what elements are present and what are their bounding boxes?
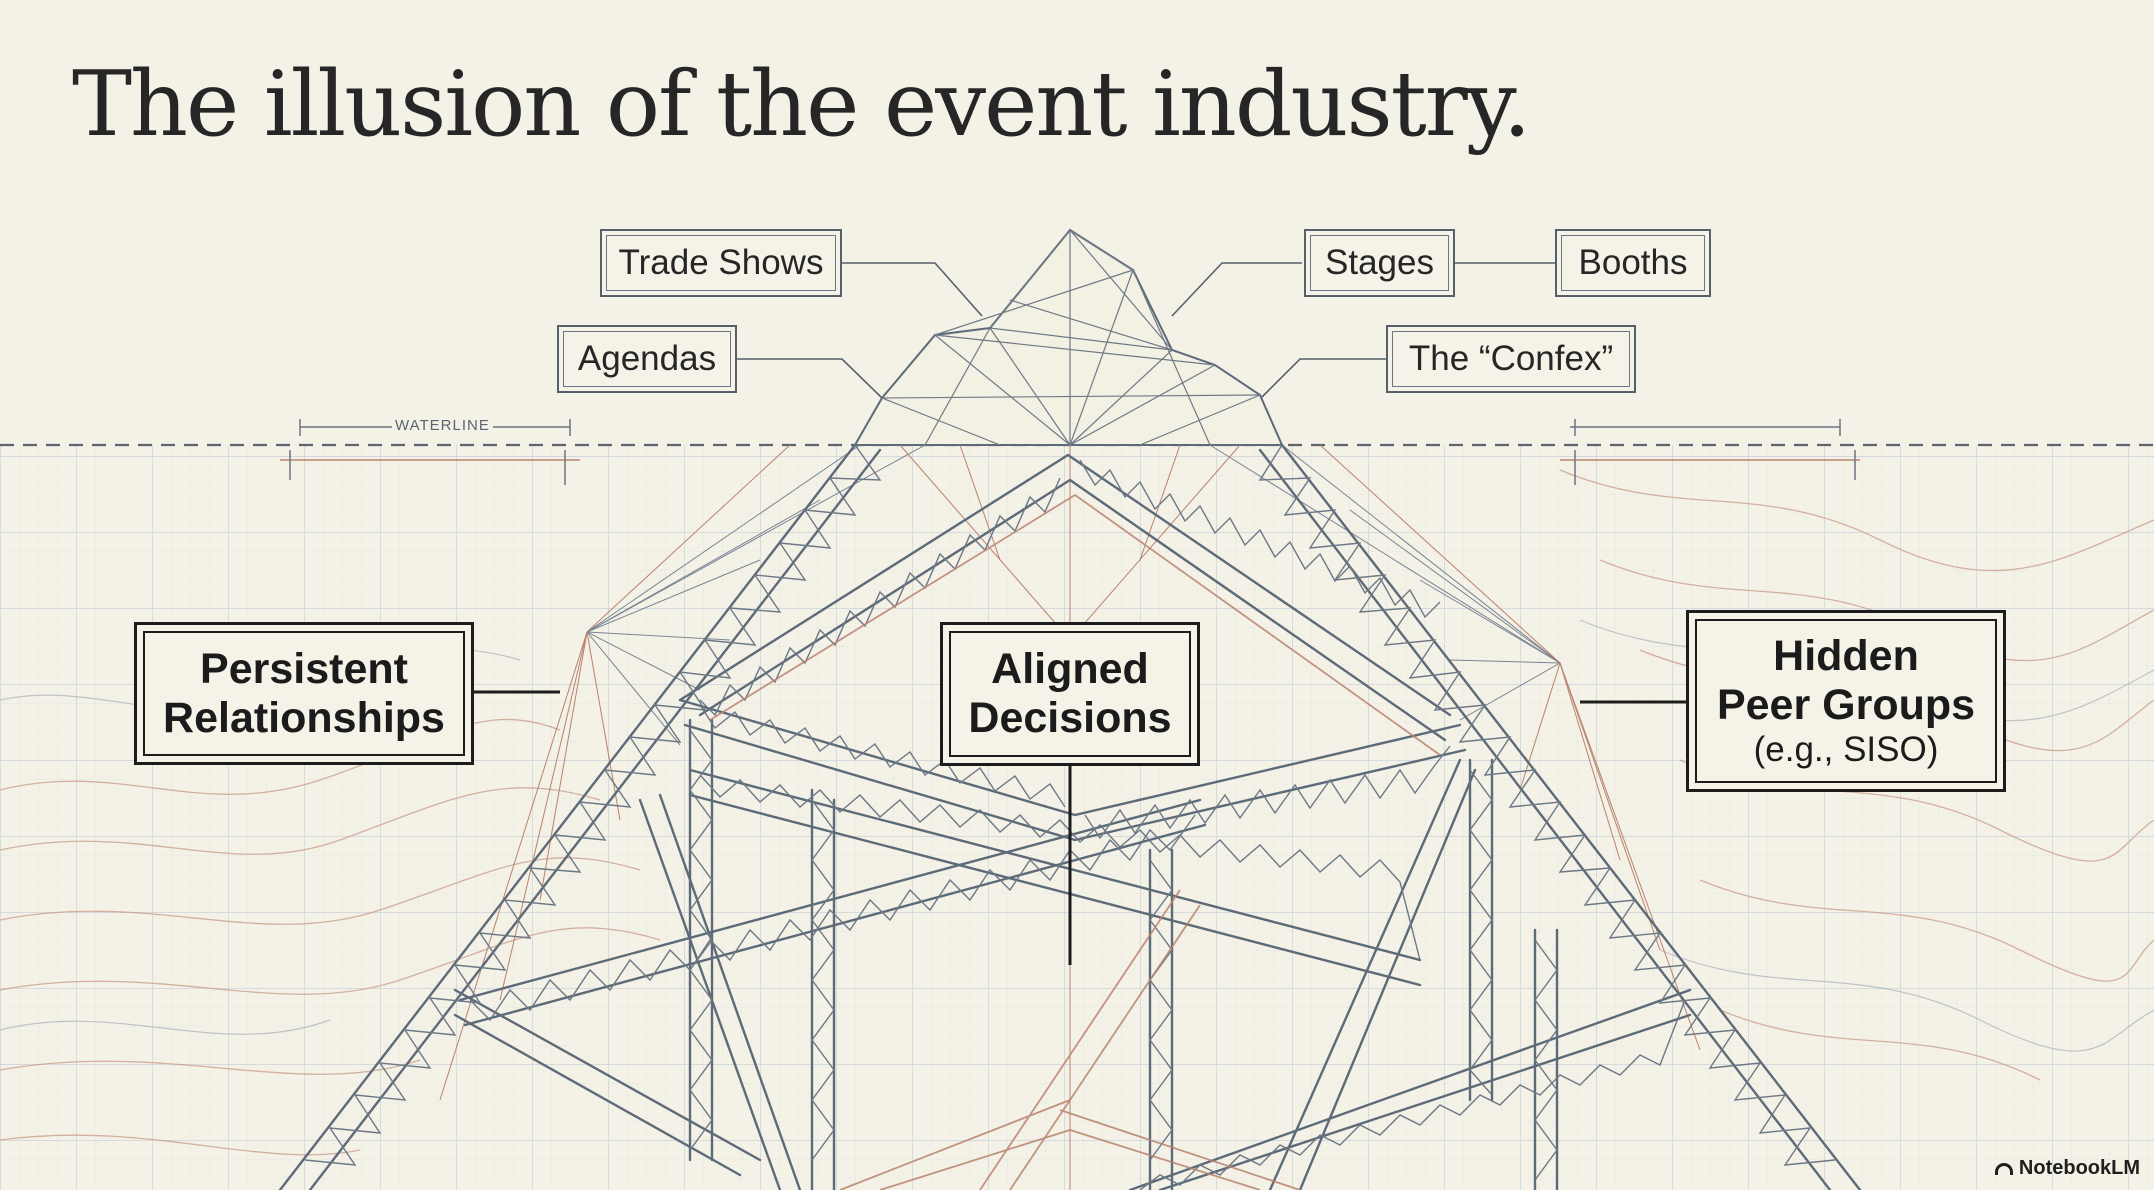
aligned-decisions-label: Aligned Decisions [940, 622, 1200, 766]
agendas-label: Agendas [557, 325, 737, 393]
confex-label: The “Confex” [1386, 325, 1636, 393]
brand-watermark: NotebookLM [1994, 1157, 2140, 1180]
brand-name: NotebookLM [2018, 1157, 2140, 1179]
trade-shows-label: Trade Shows [600, 229, 842, 297]
leader-lines [737, 262, 1555, 399]
booths-label: Booths [1555, 229, 1711, 297]
truss-structure [278, 443, 1862, 1190]
waterline-label: WATERLINE [392, 417, 493, 434]
persistent-relationships-label: Persistent Relationships [134, 622, 474, 765]
truss-lacing [304, 444, 1836, 1190]
page-title: The illusion of the event industry. [72, 52, 1531, 157]
stages-label: Stages [1304, 229, 1455, 297]
rust-truss-members [709, 494, 1441, 1190]
leader-lines-strong [474, 690, 1686, 965]
iceberg-tip [853, 228, 1284, 446]
hidden-line1: Hidden [1773, 632, 1919, 680]
hidden-line2: Peer Groups [1716, 681, 1976, 729]
hidden-sub: (e.g., SISO) [1753, 730, 1939, 769]
aligned-line2: Decisions [968, 694, 1172, 742]
persistent-line2: Relationships [163, 693, 445, 742]
underwater-grid [0, 445, 2154, 1190]
hidden-peer-groups-label: Hidden Peer Groups (e.g., SISO) [1686, 610, 2006, 792]
aligned-line1: Aligned [991, 645, 1149, 693]
persistent-line1: Persistent [200, 644, 408, 693]
waterline-dimension-right [1560, 419, 1860, 485]
notebooklm-logo-icon [1994, 1162, 2013, 1175]
